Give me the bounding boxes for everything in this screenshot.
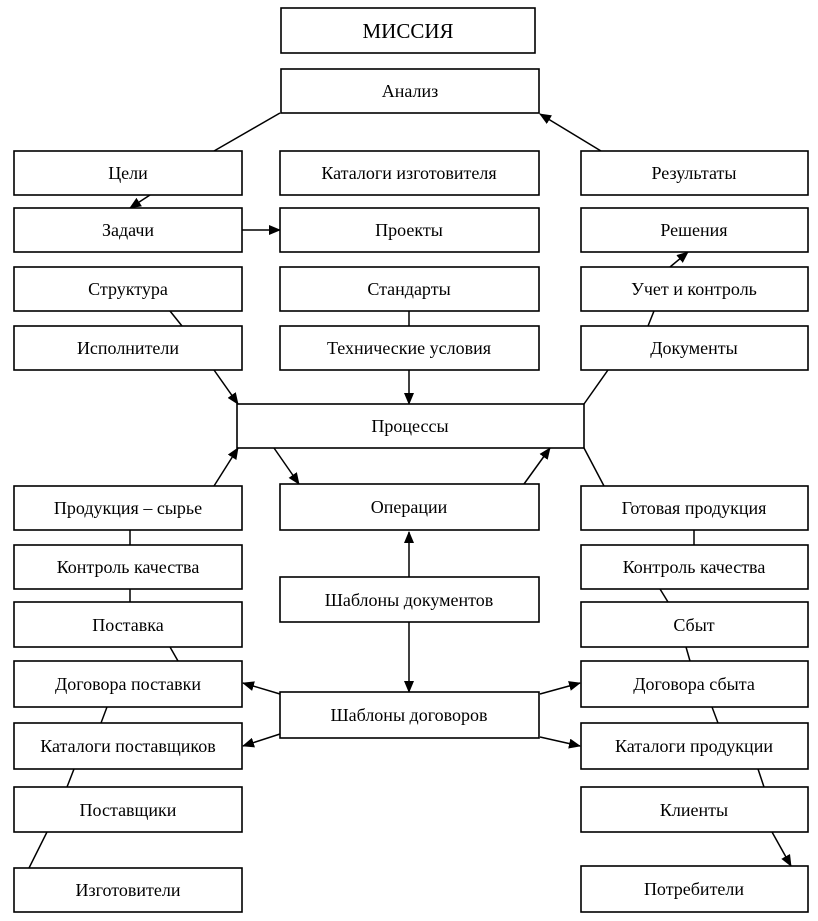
svg-text:Задачи: Задачи bbox=[102, 220, 154, 240]
svg-text:Каталоги изготовителя: Каталоги изготовителя bbox=[321, 163, 496, 183]
node-document-templates: Шаблоны документов bbox=[279, 576, 540, 623]
node-analysis: Анализ bbox=[280, 68, 540, 114]
svg-text:Поставщики: Поставщики bbox=[80, 800, 177, 820]
svg-text:Процессы: Процессы bbox=[371, 416, 448, 436]
svg-text:Результаты: Результаты bbox=[652, 163, 737, 183]
line-suppliers-manufacturers bbox=[28, 831, 48, 869]
node-technical-conditions: Технические условия bbox=[279, 325, 540, 371]
node-documents: Документы bbox=[580, 325, 809, 371]
node-consumers: Потребители bbox=[580, 865, 809, 913]
arrow-processes-operations bbox=[273, 447, 300, 485]
svg-text:Контроль качества: Контроль качества bbox=[623, 557, 766, 577]
node-manufacturer-catalogs: Каталоги изготовителя bbox=[279, 150, 540, 196]
svg-text:Цели: Цели bbox=[108, 163, 148, 183]
node-operations: Операции bbox=[279, 483, 540, 531]
node-finished-products: Готовая продукция bbox=[580, 485, 809, 531]
line-sales-salescontracts bbox=[685, 646, 691, 662]
arrow-contract-productcatalogs bbox=[539, 736, 581, 749]
node-accounting-control: Учет и контроль bbox=[580, 266, 809, 312]
svg-text:Каталоги продукции: Каталоги продукции bbox=[615, 736, 773, 756]
line-salescontracts-productcatalogs bbox=[711, 706, 719, 724]
svg-text:Продукция – сырье: Продукция – сырье bbox=[54, 498, 202, 518]
node-raw-products: Продукция – сырье bbox=[13, 485, 243, 531]
node-sales: Сбыт bbox=[580, 601, 809, 648]
svg-text:Договора сбыта: Договора сбыта bbox=[633, 674, 755, 694]
line-productcatalogs-clients bbox=[757, 768, 765, 788]
node-suppliers: Поставщики bbox=[13, 786, 243, 833]
arrow-operations-processes bbox=[523, 447, 551, 485]
svg-text:Учет и контроль: Учет и контроль bbox=[631, 279, 757, 299]
svg-text:Стандарты: Стандарты bbox=[367, 279, 450, 299]
node-goals: Цели bbox=[13, 150, 243, 196]
line-supply-supplycontracts bbox=[169, 646, 179, 662]
svg-text:Анализ: Анализ bbox=[382, 81, 439, 101]
svg-text:МИССИЯ: МИССИЯ bbox=[362, 19, 453, 43]
svg-text:Сбыт: Сбыт bbox=[673, 615, 714, 635]
svg-text:Операции: Операции bbox=[371, 497, 448, 517]
node-decisions: Решения bbox=[580, 207, 809, 253]
node-structure: Структура bbox=[13, 266, 243, 312]
connectors bbox=[28, 112, 792, 869]
node-manufacturers: Изготовители bbox=[13, 867, 243, 913]
arrow-accounting-decisions bbox=[669, 251, 689, 268]
arrow-contract-supplycontracts bbox=[242, 681, 281, 695]
arrow-contract-salescontracts bbox=[539, 681, 581, 695]
line-documents-processes bbox=[583, 369, 609, 405]
node-mission: МИССИЯ bbox=[280, 7, 536, 54]
arrow-goals-tasks bbox=[129, 194, 151, 209]
line-suppliercatalogs-suppliers bbox=[66, 768, 75, 788]
svg-text:Контроль качества: Контроль качества bbox=[57, 557, 200, 577]
svg-text:Шаблоны договоров: Шаблоны договоров bbox=[330, 705, 487, 725]
svg-text:Каталоги поставщиков: Каталоги поставщиков bbox=[40, 736, 216, 756]
node-supply: Поставка bbox=[13, 601, 243, 648]
node-quality-control-right: Контроль качества bbox=[580, 544, 809, 590]
svg-text:Изготовители: Изготовители bbox=[75, 880, 180, 900]
svg-text:Готовая продукция: Готовая продукция bbox=[622, 498, 767, 518]
node-product-catalogs: Каталоги продукции bbox=[580, 722, 809, 770]
line-supplycontracts-suppliercatalogs bbox=[100, 706, 108, 724]
svg-text:Шаблоны документов: Шаблоны документов bbox=[325, 590, 494, 610]
node-projects: Проекты bbox=[279, 207, 540, 253]
svg-text:Технические условия: Технические условия bbox=[327, 338, 491, 358]
arrow-results-analysis bbox=[539, 113, 602, 152]
svg-text:Поставка: Поставка bbox=[92, 615, 163, 635]
line-accounting-documents bbox=[647, 310, 655, 327]
svg-text:Потребители: Потребители bbox=[644, 879, 744, 899]
node-sales-contracts: Договора сбыта bbox=[580, 660, 809, 708]
svg-text:Исполнители: Исполнители bbox=[77, 338, 179, 358]
line-analysis-goals bbox=[213, 112, 281, 152]
arrow-clients-consumers bbox=[771, 831, 792, 867]
arrow-contract-suppliercatalogs bbox=[242, 733, 281, 748]
node-standards: Стандарты bbox=[279, 266, 540, 312]
node-tasks: Задачи bbox=[13, 207, 243, 253]
svg-text:Клиенты: Клиенты bbox=[660, 800, 728, 820]
line-quality-sales bbox=[659, 588, 669, 603]
node-clients: Клиенты bbox=[580, 786, 809, 833]
arrow-executors-processes bbox=[213, 369, 239, 405]
node-contract-templates: Шаблоны договоров bbox=[279, 691, 540, 739]
line-processes-finished bbox=[583, 447, 605, 487]
svg-text:Решения: Решения bbox=[660, 220, 727, 240]
node-executors: Исполнители bbox=[13, 325, 243, 371]
svg-text:Документы: Документы bbox=[650, 338, 738, 358]
line-structure-executors bbox=[169, 310, 183, 327]
svg-text:Договора поставки: Договора поставки bbox=[55, 674, 201, 694]
node-processes: Процессы bbox=[236, 403, 585, 449]
node-results: Результаты bbox=[580, 150, 809, 196]
node-quality-control-left: Контроль качества bbox=[13, 544, 243, 590]
svg-text:Структура: Структура bbox=[88, 279, 168, 299]
node-supplier-catalogs: Каталоги поставщиков bbox=[13, 722, 243, 770]
svg-text:Проекты: Проекты bbox=[375, 220, 443, 240]
arrow-raw-processes bbox=[213, 447, 239, 487]
node-supply-contracts: Договора поставки bbox=[13, 660, 243, 708]
